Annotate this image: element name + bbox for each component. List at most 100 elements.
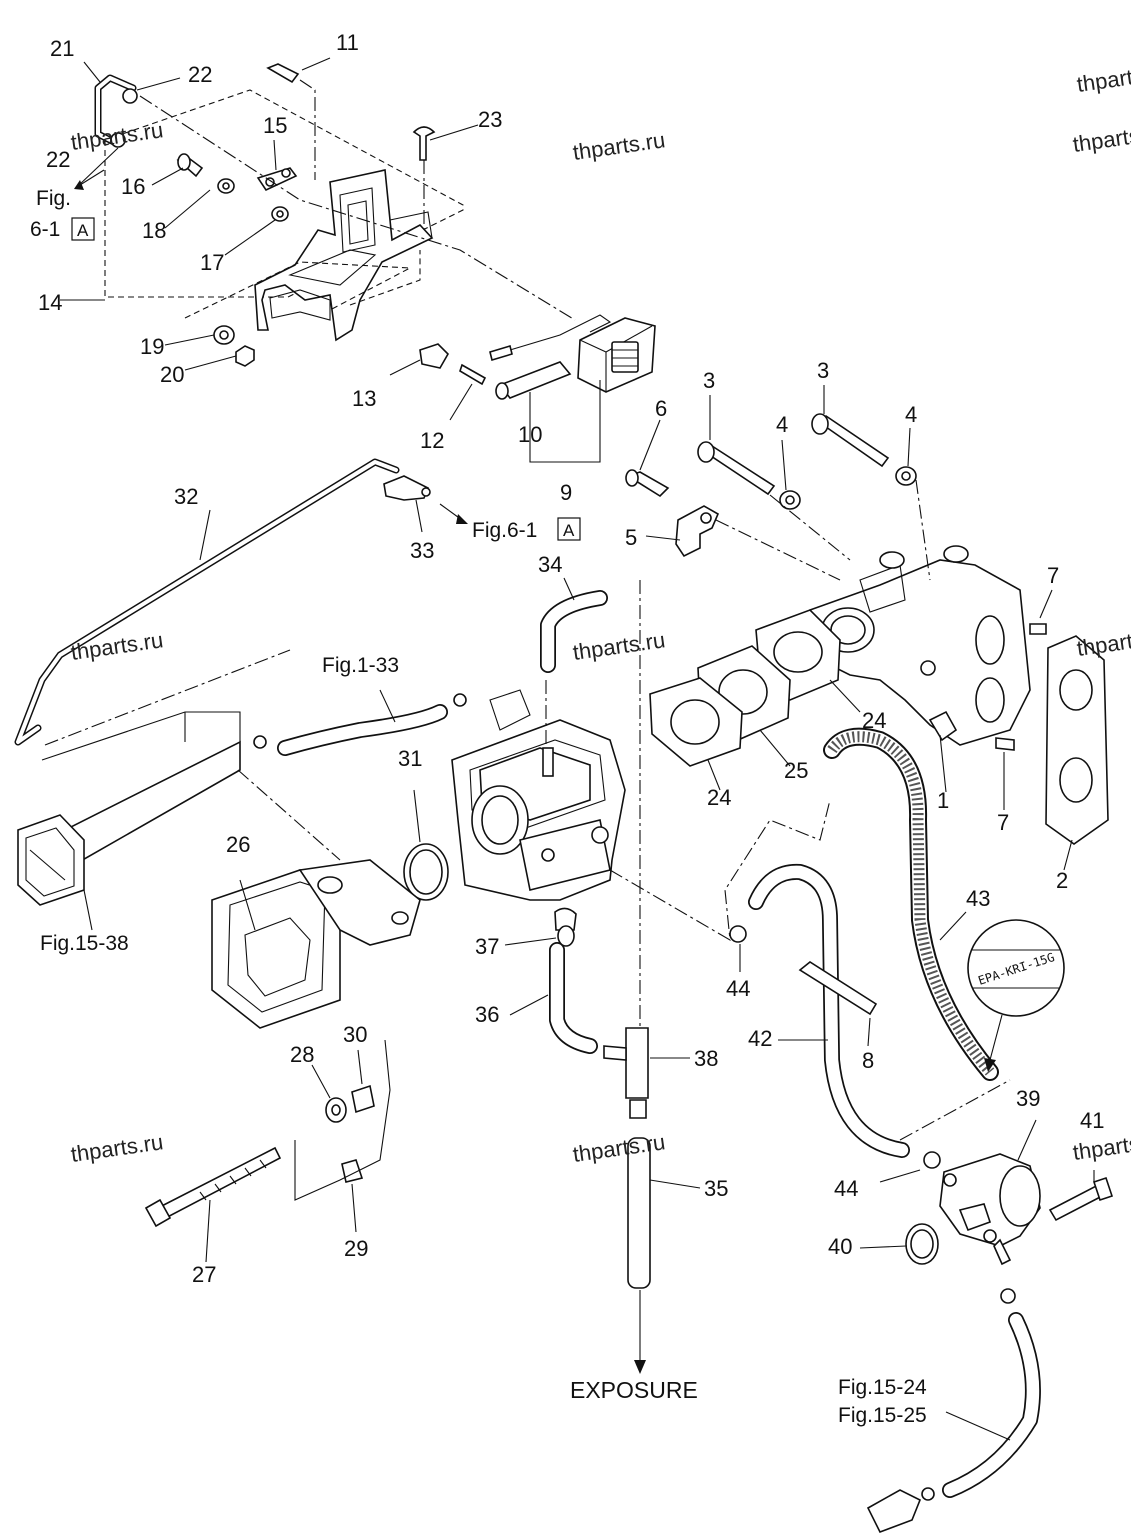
throttle-arm-group (17, 649, 341, 931)
bracket-8 (798, 961, 878, 1047)
ref-box-a-mid (557, 517, 581, 541)
arrowhead-fig6-1-top (74, 180, 84, 190)
collar-30 (351, 1049, 375, 1114)
callout-28: 28 (290, 1042, 314, 1067)
center-line-39 (899, 1079, 1011, 1141)
callout-23: 23 (478, 107, 502, 132)
ref-fig6-1-top-line2: 6-1 (30, 218, 60, 241)
exposure-label: EXPOSURE (570, 1377, 698, 1403)
hose-36 (509, 942, 598, 1054)
center-line-4b (915, 479, 931, 581)
callout-39: 39 (1016, 1086, 1040, 1111)
callout-3a: 3 (703, 368, 715, 393)
callout-22a: 22 (188, 62, 212, 87)
joint-38 (603, 1027, 690, 1119)
callout-44b: 44 (834, 1176, 858, 1201)
washers-4 (779, 427, 917, 510)
callout-20: 20 (160, 362, 184, 387)
intake-manifold-1 (809, 545, 1031, 793)
clamp-5 (645, 505, 720, 558)
leader-27-30 (294, 1039, 391, 1201)
callout-35: 35 (704, 1176, 728, 1201)
callout-15: 15 (263, 113, 287, 138)
ref-fig15-38: Fig.15-38 (40, 932, 129, 955)
callout-3b: 3 (817, 358, 829, 383)
callout-24a: 24 (862, 708, 886, 733)
callout-10: 10 (518, 422, 542, 447)
callout-6: 6 (655, 396, 667, 421)
callout-32: 32 (174, 484, 198, 509)
callout-7b: 7 (997, 810, 1009, 835)
bolts-3 (697, 385, 890, 496)
fuel-pump-39 (939, 1119, 1041, 1266)
fuel-hose-lower (866, 1288, 1041, 1533)
callout-41: 41 (1080, 1108, 1104, 1133)
callout-27: 27 (192, 1262, 216, 1287)
callout-8: 8 (862, 1048, 874, 1073)
ref-box-a-mid-letter: A (563, 521, 575, 540)
hose-fig1-33 (253, 689, 467, 756)
throttle-rod-group (14, 458, 431, 746)
bolt-6 (625, 419, 670, 498)
o-ring-31 (403, 789, 449, 901)
callout-34: 34 (538, 552, 562, 577)
hose-34 (540, 577, 608, 673)
callout-numbers: 1 2 3 3 4 4 5 6 7 7 8 9 10 11 12 13 14 1… (38, 30, 1104, 1287)
carburetor (451, 689, 626, 931)
bolt-41 (1048, 1170, 1114, 1222)
hose-35 (627, 1137, 701, 1289)
callout-19: 19 (140, 334, 164, 359)
callout-4a: 4 (776, 412, 788, 437)
callout-13: 13 (352, 386, 376, 411)
callout-1: 1 (937, 788, 949, 813)
callout-22b: 22 (46, 147, 70, 172)
hose-42 (748, 863, 910, 1158)
ref-box-a-top-letter: A (77, 221, 89, 240)
center-line-5 (715, 519, 841, 581)
bolt-27 (144, 1146, 282, 1263)
ref-fig6-1-mid: Fig.6-1 (472, 519, 537, 542)
callout-30: 30 (343, 1022, 367, 1047)
center-line-44 (609, 799, 831, 942)
clamps-44 (729, 925, 941, 1183)
o-ring-40 (859, 1223, 939, 1265)
callout-26: 26 (226, 832, 250, 857)
gasket-24-lower (649, 677, 743, 791)
callout-18: 18 (142, 218, 166, 243)
callout-43: 43 (966, 886, 990, 911)
callout-29: 29 (344, 1236, 368, 1261)
ref-fig15-25: Fig.15-25 (838, 1404, 927, 1427)
ref-fig1-33: Fig.1-33 (322, 654, 399, 677)
center-line-3-4 (769, 494, 851, 561)
air-silencer-26 (211, 859, 421, 1029)
ref-box-a-top (71, 217, 95, 241)
callout-14: 14 (38, 290, 62, 315)
callout-40: 40 (828, 1234, 852, 1259)
callout-2: 2 (1056, 868, 1068, 893)
exhaust-gasket-2 (1045, 635, 1109, 871)
ref-fig15-24: Fig.15-24 (838, 1376, 927, 1399)
callout-17: 17 (200, 250, 224, 275)
callout-4b: 4 (905, 402, 917, 427)
callout-11: 11 (336, 30, 359, 55)
epa-label-tag: EPA-KRI-15G (967, 919, 1065, 1072)
mesh-hose-43 (823, 727, 999, 1081)
clamp-37 (504, 925, 575, 947)
bracket-assembly-group (60, 57, 656, 463)
callout-44a: 44 (726, 976, 750, 1001)
callout-25: 25 (784, 758, 808, 783)
arrow-fig6-1-top (79, 169, 105, 186)
callout-42: 42 (748, 1026, 772, 1051)
callout-21: 21 (50, 36, 74, 61)
callout-7a: 7 (1047, 563, 1059, 588)
dowel-pins-7 (995, 589, 1053, 810)
arrowhead-fig6-1-mid (456, 514, 468, 524)
washer-28 (311, 1064, 347, 1123)
callout-31: 31 (398, 746, 422, 771)
callout-9: 9 (560, 480, 572, 505)
callout-24b: 24 (707, 785, 731, 810)
exposure-arrowhead (634, 1360, 646, 1374)
reference-labels: Fig. 6-1 A Fig.6-1 A Fig.1-33 Fig.15-38 … (30, 169, 927, 1427)
callout-37: 37 (475, 934, 499, 959)
ref-fig6-1-top-line1: Fig. (36, 187, 71, 210)
